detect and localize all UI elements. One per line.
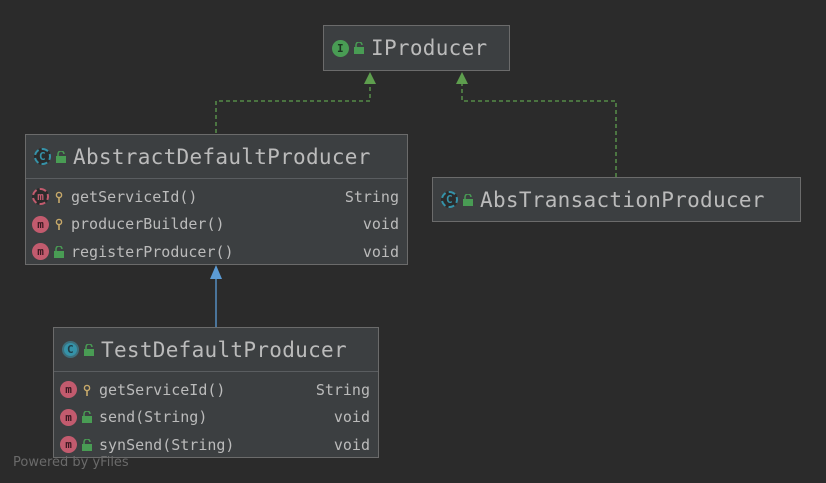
node-testdefaultproducer[interactable]: C TestDefaultProducer m getServiceId() S… — [53, 327, 379, 458]
method-row[interactable]: m synSend(String) void — [54, 431, 378, 459]
public-visibility-icon — [81, 410, 93, 424]
member-list: m getServiceId() String m send(String) v… — [54, 371, 378, 459]
public-visibility-icon — [462, 193, 474, 207]
return-type: void — [333, 435, 370, 454]
public-visibility-icon — [53, 245, 65, 259]
method-row[interactable]: m getServiceId() String — [26, 183, 407, 211]
node-header: C TestDefaultProducer — [54, 328, 378, 371]
method-name: send(String) — [99, 408, 208, 427]
extends-arrowhead — [210, 265, 222, 279]
return-type: void — [362, 215, 399, 234]
edge-abstransactionproducer-implements-iproducer — [461, 84, 617, 177]
method-name: registerProducer() — [71, 242, 234, 261]
public-visibility-icon — [83, 343, 95, 357]
method-row[interactable]: m getServiceId() String — [54, 376, 378, 404]
node-iproducer[interactable]: I IProducer — [323, 25, 510, 71]
node-abstractdefaultproducer[interactable]: C AbstractDefaultProducer m getServiceId… — [25, 134, 408, 265]
method-icon: m — [32, 215, 49, 233]
method-icon: m — [32, 243, 49, 261]
class-title: AbsTransactionProducer — [480, 187, 765, 212]
method-row[interactable]: m send(String) void — [54, 404, 378, 432]
method-name: getServiceId() — [99, 380, 226, 399]
protected-visibility-icon — [53, 190, 65, 204]
node-abstransactionproducer[interactable]: C AbsTransactionProducer — [432, 177, 801, 222]
protected-visibility-icon — [53, 217, 65, 231]
method-name: producerBuilder() — [71, 215, 225, 234]
member-list: m getServiceId() String m producerBuilde… — [26, 178, 407, 266]
node-header: C AbsTransactionProducer — [433, 178, 800, 221]
method-icon: m — [60, 408, 77, 426]
class-title: AbstractDefaultProducer — [73, 144, 371, 169]
abstract-class-icon: C — [441, 191, 458, 208]
public-visibility-icon — [353, 41, 365, 55]
interface-icon: I — [332, 39, 349, 57]
public-visibility-icon — [81, 438, 93, 452]
public-visibility-icon — [55, 150, 67, 164]
edge-abstractdefaultproducer-implements-iproducer — [215, 84, 371, 133]
method-icon: m — [60, 381, 77, 399]
method-name: synSend(String) — [99, 435, 235, 454]
node-header: C AbstractDefaultProducer — [26, 135, 407, 178]
implements-arrowhead — [364, 72, 376, 84]
node-header: I IProducer — [324, 26, 509, 70]
class-title: TestDefaultProducer — [101, 337, 347, 362]
return-type: String — [344, 187, 399, 206]
method-row[interactable]: m registerProducer() void — [26, 238, 407, 266]
class-icon: C — [62, 341, 79, 358]
method-icon: m — [60, 436, 77, 454]
abstract-class-icon: C — [34, 148, 51, 165]
return-type: void — [333, 408, 370, 427]
abstract-method-icon: m — [32, 188, 49, 206]
protected-visibility-icon — [81, 383, 93, 397]
watermark: Powered by yFiles — [13, 455, 129, 470]
method-row[interactable]: m producerBuilder() void — [26, 211, 407, 239]
return-type: String — [315, 380, 370, 399]
class-title: IProducer — [371, 36, 488, 60]
implements-arrowhead — [456, 72, 468, 84]
return-type: void — [362, 242, 399, 261]
method-name: getServiceId() — [71, 187, 198, 206]
